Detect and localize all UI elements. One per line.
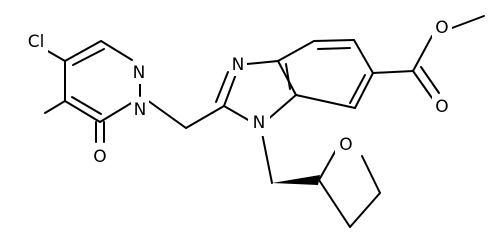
bond — [215, 71, 229, 103]
pyridazine-n1-atom-label: N — [133, 63, 146, 83]
chlorine-atom-label: Cl — [28, 32, 45, 52]
bond — [349, 192, 381, 228]
bond — [45, 49, 66, 62]
bond — [420, 66, 440, 94]
bond — [317, 47, 351, 50]
imidazole-ring — [215, 60, 297, 122]
bond — [354, 72, 374, 109]
oxetane-ring — [318, 149, 381, 228]
linker-bond — [146, 99, 187, 129]
bond — [64, 40, 102, 62]
bond — [361, 155, 381, 194]
ester-carbonyl-oxygen-atom-label: O — [435, 97, 448, 117]
bond — [285, 63, 291, 90]
stereo-wedge-bond — [272, 175, 320, 185]
ester-methoxy-oxygen-atom-label: O — [435, 18, 448, 38]
imidazole-n3-atom-label: N — [232, 55, 245, 75]
bond — [71, 96, 102, 115]
bond — [349, 74, 366, 104]
bond — [223, 105, 251, 122]
bond — [100, 40, 133, 61]
bond — [277, 40, 315, 62]
bond — [313, 39, 355, 42]
bond — [265, 94, 297, 122]
bond — [372, 70, 414, 74]
bond — [72, 48, 105, 66]
methyl-ester — [372, 15, 485, 99]
pyridazine-n2-atom-label: N — [134, 100, 147, 120]
bond — [318, 179, 351, 228]
benzene-ring — [277, 39, 374, 109]
carbonyl-oxygen-atom-label: O — [93, 147, 106, 167]
pyridazinone-ring — [44, 40, 141, 143]
linker-bond — [185, 105, 225, 129]
bond — [44, 100, 66, 114]
bond — [412, 35, 433, 72]
bond — [99, 101, 134, 123]
bond — [451, 15, 485, 29]
bond — [318, 149, 337, 181]
bond — [246, 60, 279, 65]
bond — [412, 70, 433, 99]
bond — [64, 100, 101, 123]
bond — [353, 39, 374, 74]
bond — [277, 60, 297, 96]
n-methylene-bond — [261, 132, 273, 184]
bond — [295, 94, 356, 109]
bond — [223, 73, 237, 107]
oxetane-oxygen-atom-label: O — [339, 135, 352, 155]
imidazole-n1-atom-label: N — [253, 113, 266, 133]
